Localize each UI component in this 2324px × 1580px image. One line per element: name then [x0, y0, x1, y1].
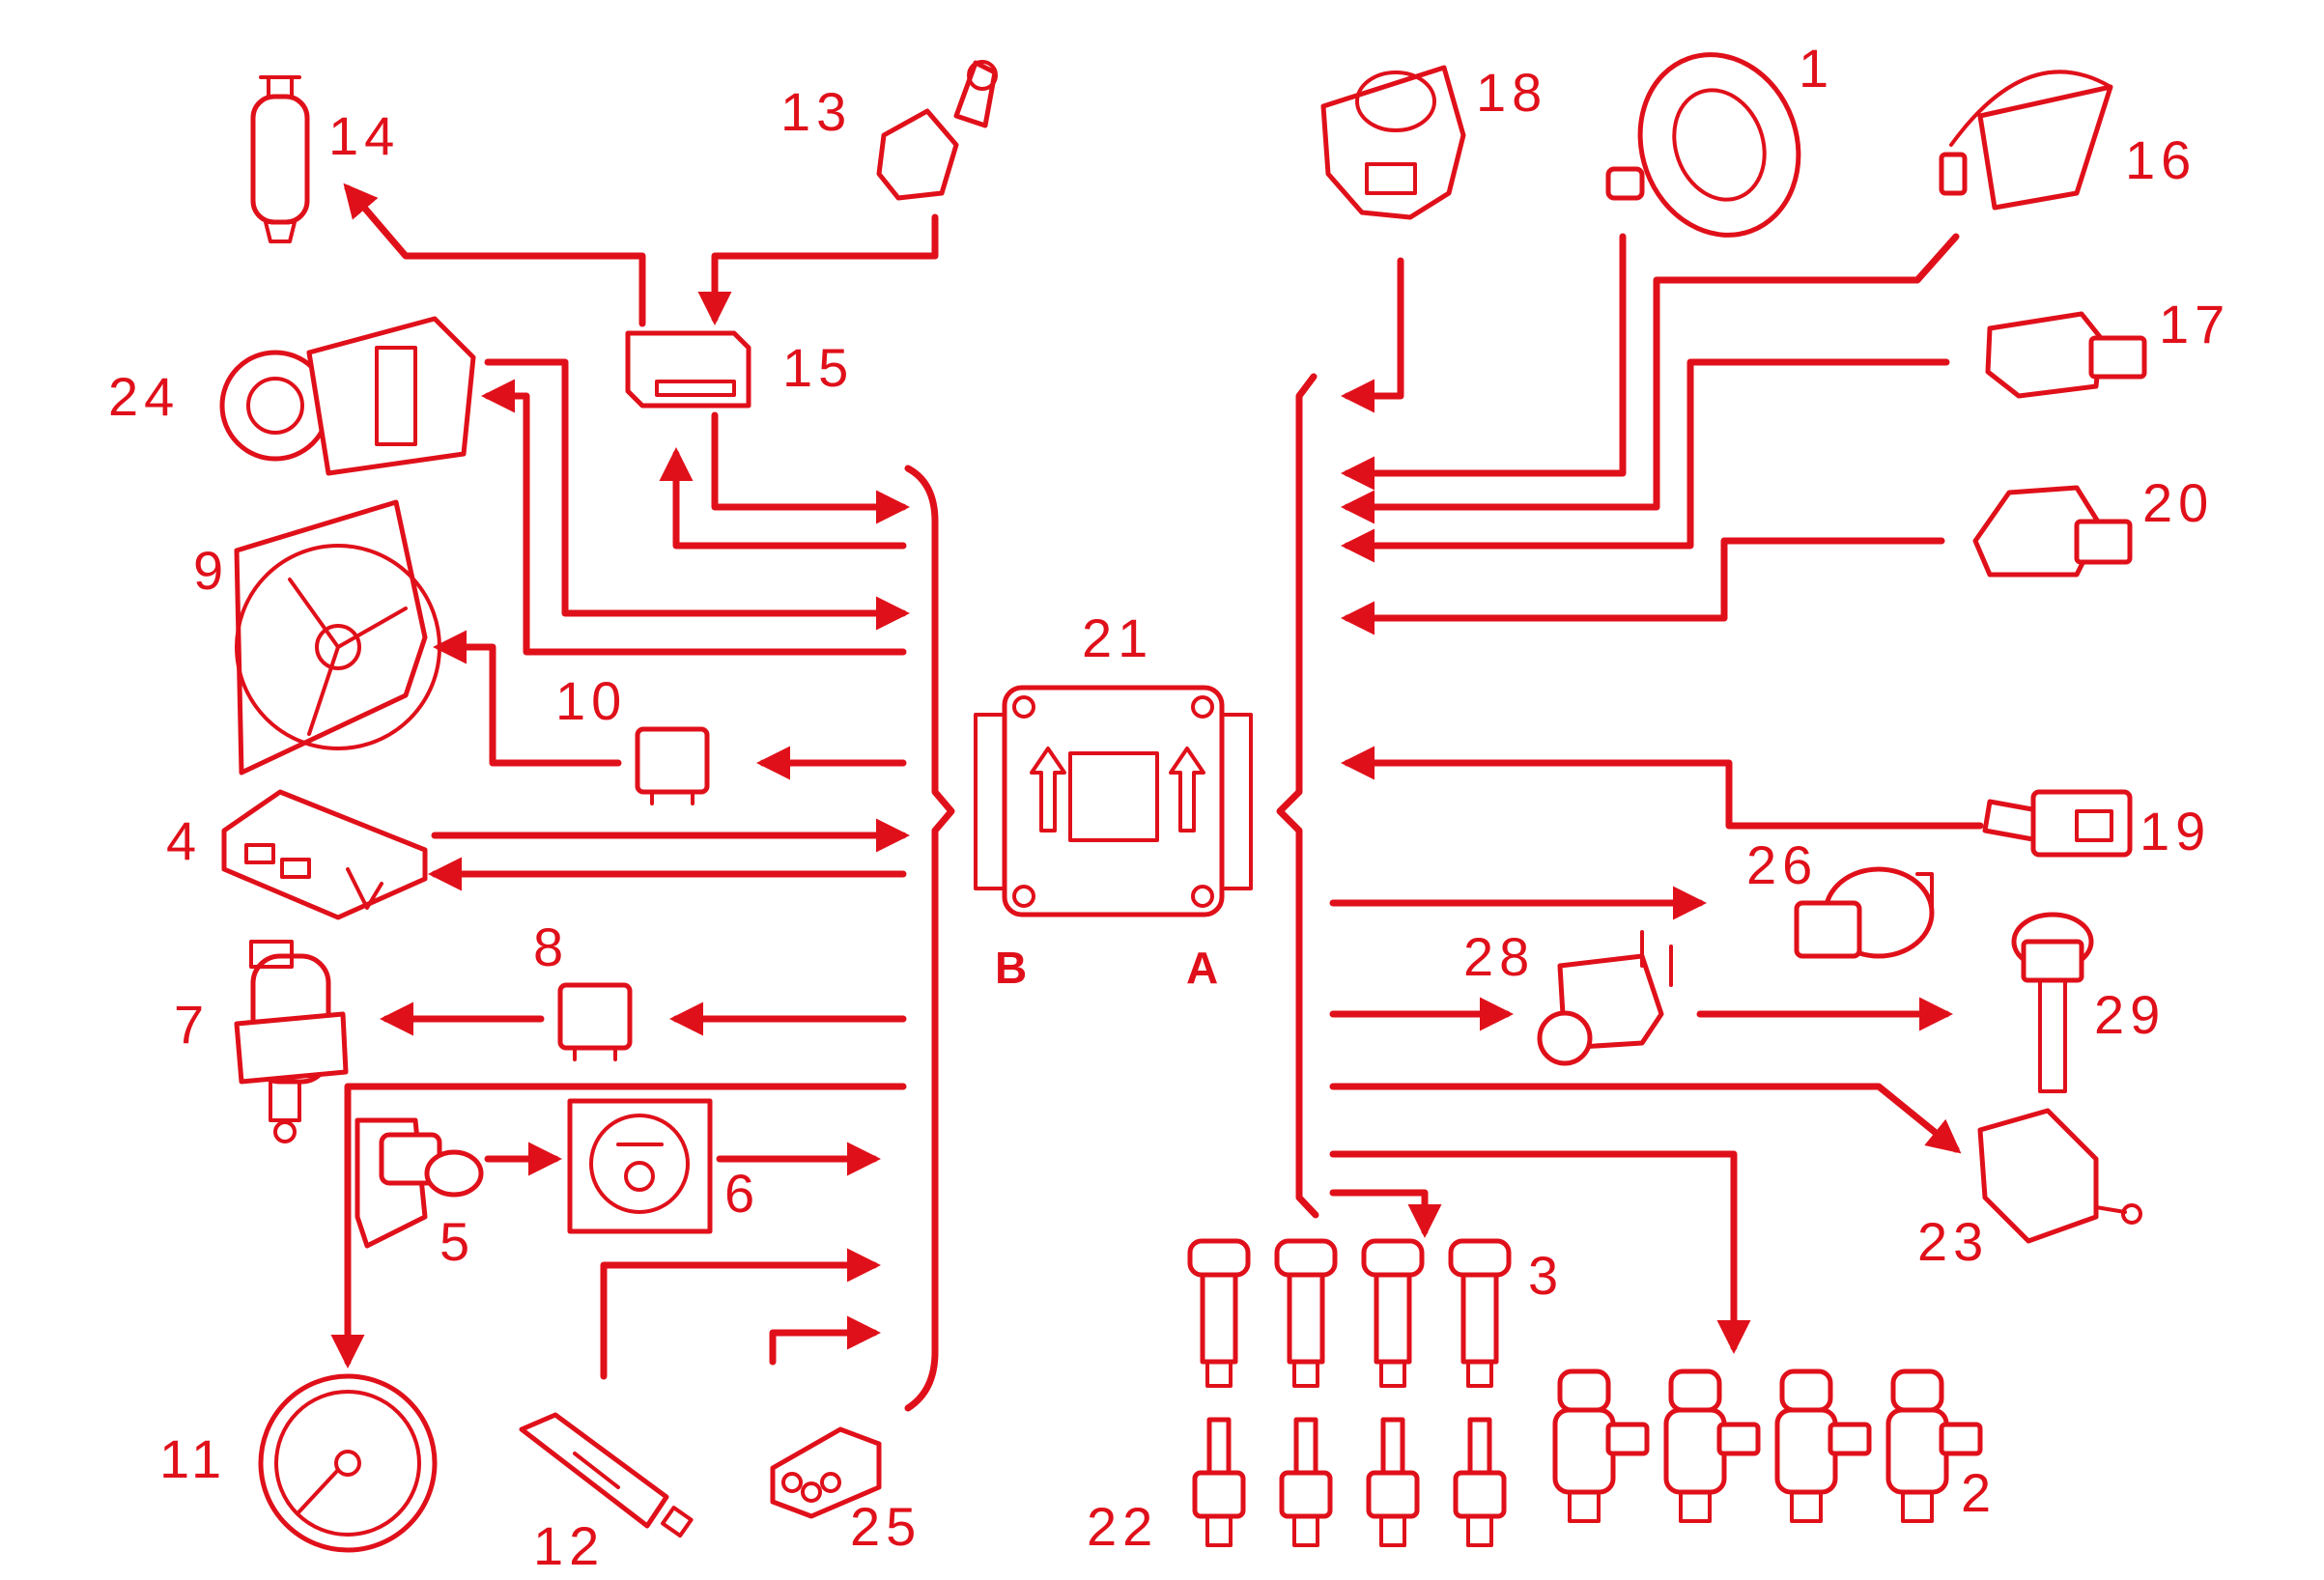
right-bus-bracket — [1276, 373, 1319, 1219]
temperature-sender — [519, 1412, 694, 1538]
label-20: 20 — [2142, 472, 2214, 533]
label-18: 18 — [1476, 62, 1547, 123]
label-4: 4 — [166, 810, 202, 871]
relay-module — [625, 330, 751, 409]
pressure-sensor — [2011, 912, 2094, 1093]
wire-ecu-to-coils — [1329, 1189, 1442, 1238]
speed-sensor — [354, 1117, 484, 1249]
label-2: 2 — [1961, 1462, 1997, 1523]
wire-coolant-sensor-to-ecu — [1341, 746, 1984, 830]
label-23: 23 — [1917, 1211, 1989, 1272]
idle-actuator — [234, 940, 349, 1143]
left-wiring — [330, 183, 939, 1380]
fuel-injector — [1663, 1368, 1761, 1523]
ignition-coil — [1448, 1238, 1512, 1388]
knock-sensor — [1977, 1108, 2142, 1244]
ignition-coils — [1187, 1238, 1512, 1388]
coolant-temp-sensor — [1982, 789, 2133, 858]
ecu-connector-b-label: B — [995, 943, 1027, 993]
oxygen-sensor — [1939, 70, 2113, 211]
label-13: 13 — [780, 81, 852, 142]
ecu-connector-a-label: A — [1186, 943, 1218, 993]
label-7: 7 — [174, 994, 210, 1055]
spark-plug — [1192, 1417, 1246, 1547]
label-26: 26 — [1746, 834, 1818, 895]
ac-compressor — [219, 316, 476, 476]
label-29: 29 — [2094, 984, 2166, 1045]
label-3: 3 — [1528, 1245, 1564, 1306]
label-11: 11 — [159, 1428, 227, 1489]
fuel-injector — [1552, 1368, 1650, 1523]
label-10: 10 — [555, 670, 627, 731]
wire-relay-to-fan — [433, 630, 622, 767]
label-9: 9 — [193, 540, 229, 601]
fuel-pump — [250, 75, 310, 243]
label-25: 25 — [850, 1496, 921, 1557]
wire-relay-to-ecu — [711, 411, 910, 524]
rev-gauge — [258, 1373, 438, 1553]
label-8: 8 — [533, 917, 569, 977]
label-22: 22 — [1087, 1496, 1158, 1557]
label-1: 1 — [1799, 38, 1834, 99]
ignition-coil — [1274, 1238, 1338, 1388]
wire-ecu-to-compressor — [481, 379, 907, 656]
label-6: 6 — [724, 1163, 760, 1224]
wire-ecu-to-gauge — [330, 1083, 907, 1368]
label-24: 24 — [108, 366, 180, 427]
wire-temp-sender-to-ecu — [600, 1248, 881, 1380]
spark-plug — [1453, 1417, 1507, 1547]
label-5: 5 — [439, 1211, 475, 1272]
wire-compressor-to-ecu — [484, 358, 910, 631]
spark-plug — [1366, 1417, 1420, 1547]
wire-crank-sensor-to-ecu — [1341, 233, 1627, 491]
right-wiring — [1329, 233, 1984, 1354]
map-sensor — [1985, 311, 2147, 399]
fuel-injector — [1885, 1368, 1983, 1523]
control-box — [221, 789, 428, 920]
ignition-coil — [1361, 1238, 1425, 1388]
label-12: 12 — [533, 1515, 605, 1576]
wire-ecu-to-injectors — [1329, 1150, 1751, 1354]
label-17: 17 — [2159, 294, 2230, 354]
ecu-unit — [974, 685, 1253, 917]
wire-connector-to-ecu — [769, 1315, 881, 1366]
crank-sensor — [1605, 52, 1801, 238]
idle-valve — [1794, 866, 1935, 959]
wire-oxygen-sensor-to-ecu — [1341, 233, 1960, 524]
wire-ignition-to-relay — [697, 213, 939, 325]
throttle-position-sensor — [1972, 485, 2133, 578]
label-16: 16 — [2125, 129, 2196, 190]
throttle-body — [1320, 65, 1466, 220]
fuel-injectors — [1552, 1368, 1983, 1523]
diagnostic-connector — [770, 1426, 882, 1519]
ignition-switch — [876, 60, 998, 201]
wire-relay-to-fuel-pump — [343, 183, 646, 327]
label-19: 19 — [2140, 801, 2211, 861]
left-bus-bracket — [904, 465, 955, 1412]
label-15: 15 — [782, 337, 854, 398]
label-14: 14 — [328, 105, 400, 166]
wire-throttle-body-to-ecu — [1341, 257, 1404, 413]
label-28: 28 — [1463, 926, 1535, 987]
wire-ecu-to-knock-sensor — [1329, 1083, 1962, 1154]
wire-tps-to-ecu — [1341, 537, 1945, 635]
spark-plugs — [1192, 1417, 1507, 1547]
pump-relay — [557, 982, 633, 1061]
instrument-cluster — [567, 1098, 713, 1234]
wire-ecu-to-relay — [659, 447, 907, 550]
spark-plug — [1279, 1417, 1333, 1547]
wire-map-sensor-to-ecu — [1341, 358, 1950, 563]
radiator-fan — [234, 499, 441, 776]
fan-relay — [635, 726, 710, 805]
ecu-number-label: 21 — [1082, 607, 1153, 668]
canister-solenoid — [1537, 930, 1673, 1066]
fuel-injector — [1774, 1368, 1872, 1523]
ignition-coil — [1187, 1238, 1251, 1388]
